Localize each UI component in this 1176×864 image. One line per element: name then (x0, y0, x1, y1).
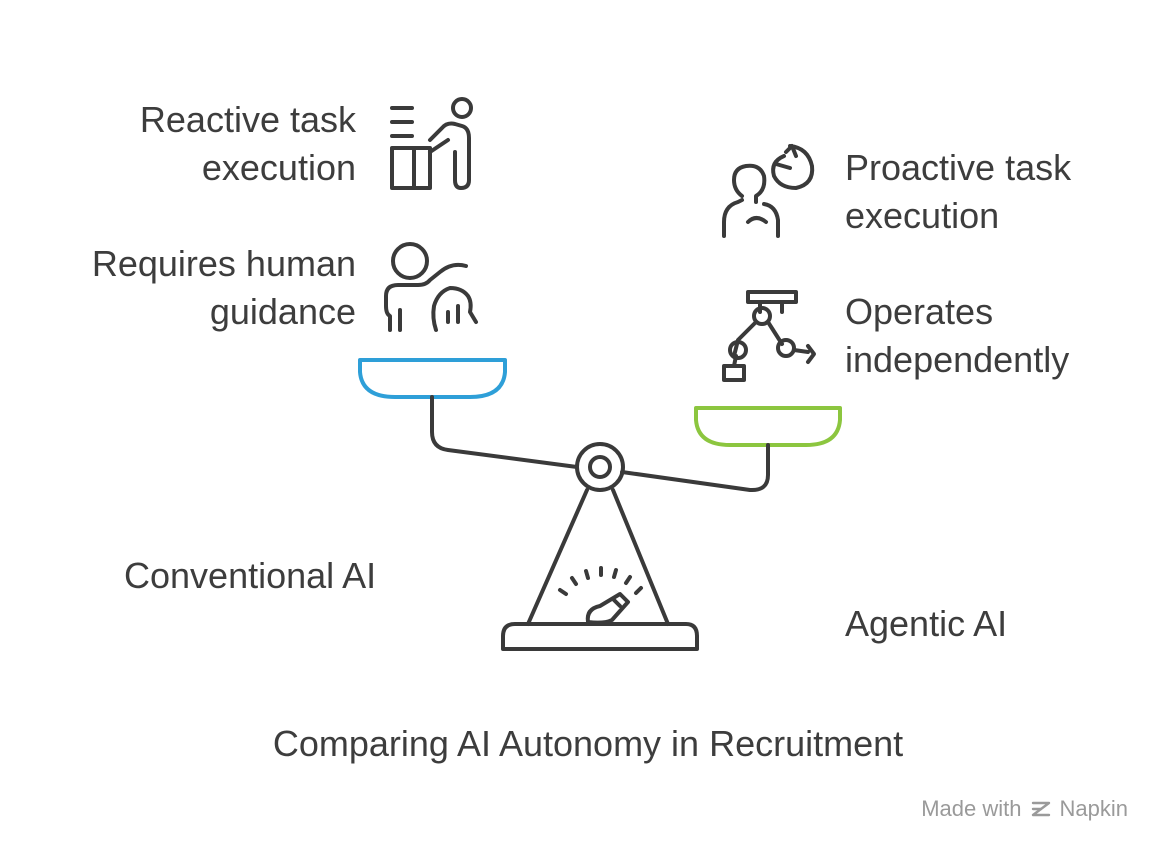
label-line: execution (845, 195, 1000, 236)
label-line: Requires human (91, 243, 356, 284)
label-line: independently (845, 339, 1070, 380)
label-operates-independently: Operates independently (845, 288, 1069, 384)
label-line: Reactive task (139, 99, 356, 140)
napkin-brand-text: Napkin (1059, 796, 1128, 821)
left-scale-pan (358, 358, 507, 399)
agentic-ai-label: Agentic AI (845, 603, 1008, 644)
label-requires-human-guidance: Requires human guidance (92, 240, 356, 336)
gauge-icon (558, 566, 643, 625)
label-line: Proactive task (845, 147, 1072, 188)
diagram-title: Comparing AI Autonomy in Recruitment (272, 723, 904, 764)
label-line: execution (201, 147, 356, 188)
label-line: Operates (845, 291, 994, 332)
person-with-guide-dog-icon (384, 242, 478, 332)
scale-base (501, 622, 699, 651)
made-with-napkin-footer[interactable]: Made with Napkin (921, 794, 1128, 824)
person-thinking-refresh-icon (722, 144, 815, 238)
scale-beam-right (620, 443, 770, 493)
napkin-logo-icon (1031, 801, 1050, 817)
label-line: guidance (209, 291, 356, 332)
made-with-text: Made with (921, 796, 1022, 821)
label-reactive-task-execution: Reactive task execution (140, 96, 356, 192)
scale-stand (526, 488, 670, 626)
scale-pivot (575, 442, 625, 492)
robotic-arm-icon (722, 290, 816, 382)
scale-beam (430, 395, 579, 469)
person-at-desk-icon (390, 97, 473, 190)
conventional-ai-label: Conventional AI (124, 555, 377, 596)
label-proactive-task-execution: Proactive task execution (845, 144, 1071, 240)
right-scale-pan (694, 406, 842, 447)
